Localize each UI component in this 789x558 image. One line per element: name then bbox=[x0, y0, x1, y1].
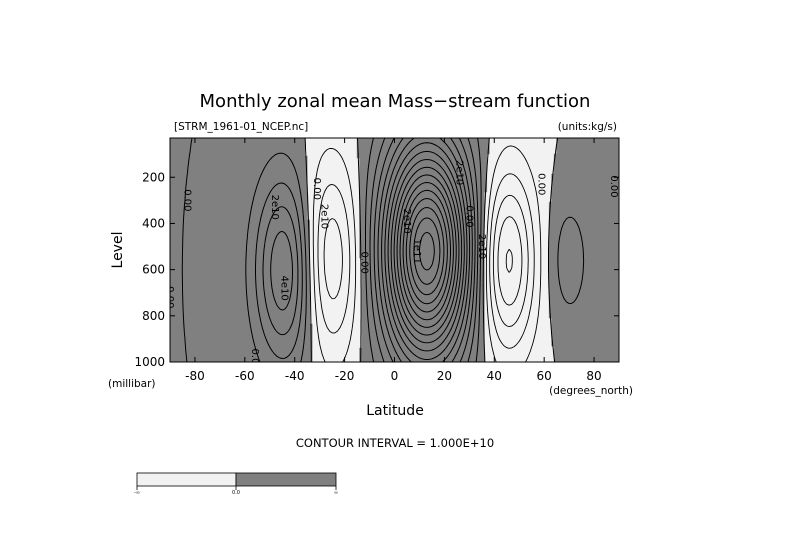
contour-zero bbox=[181, 138, 559, 362]
contour-label-13: 0.00 bbox=[536, 173, 547, 195]
y-tick-label-0: 200 bbox=[142, 170, 165, 184]
x-axis-label: Latitude bbox=[366, 403, 424, 419]
contour-positive-4 bbox=[270, 138, 473, 362]
contour-negative-5 bbox=[505, 249, 513, 273]
y-axis-label: Level bbox=[110, 232, 126, 269]
contour-label-4: 0.00 bbox=[249, 349, 260, 371]
x-axis-ticks: -80 -60 -40 -20 0 20 40 60 80 bbox=[185, 138, 602, 383]
y-tick-label-3: 800 bbox=[142, 309, 165, 323]
contour-label-7: 0.00 bbox=[359, 252, 370, 274]
contour-label-6: 2e10 bbox=[319, 204, 330, 229]
contour-label-8: 2e10 bbox=[401, 208, 412, 233]
contour-positive-9 bbox=[393, 166, 460, 336]
colorbar: -∞ 0.0 ∞ bbox=[134, 472, 338, 496]
x-tick-label-1: -60 bbox=[235, 369, 255, 383]
x-tick-label-5: 20 bbox=[437, 369, 452, 383]
contour-positive-7 bbox=[387, 150, 465, 352]
contour-positive-13 bbox=[405, 198, 448, 305]
contour-positive-14 bbox=[409, 207, 445, 296]
x-tick-label-3: -20 bbox=[335, 369, 355, 383]
colorbar-positive bbox=[235, 472, 337, 487]
colorbar-label-max: ∞ bbox=[334, 490, 338, 496]
contour-positive-16 bbox=[419, 231, 435, 271]
x-tick-label-2: -40 bbox=[285, 369, 305, 383]
contour-positive-5 bbox=[381, 138, 471, 362]
contour-label-2: 4e10 bbox=[279, 275, 290, 300]
contour-positive-10 bbox=[396, 174, 457, 328]
contour-label-3: 0.00 bbox=[164, 286, 175, 308]
contour-lines bbox=[181, 138, 585, 362]
contour-label-0: 0.00 bbox=[182, 189, 193, 211]
x-tick-label-6: 40 bbox=[487, 369, 502, 383]
colorbar-label-zero: 0.0 bbox=[232, 490, 240, 496]
contour-positive-11 bbox=[399, 182, 454, 321]
colorbar-label-min: -∞ bbox=[134, 490, 140, 496]
x-tick-label-7: 60 bbox=[537, 369, 552, 383]
contour-positive-8 bbox=[390, 159, 463, 344]
y-tick-label-4: 1000 bbox=[134, 355, 165, 369]
contour-positive-6 bbox=[384, 142, 468, 360]
contour-label-9: 1e11 bbox=[411, 239, 422, 264]
contour-label-10: 2e10 bbox=[453, 160, 464, 185]
contour-label-11: 0.00 bbox=[463, 205, 474, 227]
contour-negative-1 bbox=[312, 145, 542, 362]
contour-positive-15 bbox=[413, 217, 441, 285]
contour-positive-12 bbox=[402, 189, 451, 313]
x-axis-units: (degrees_north) bbox=[549, 385, 633, 397]
y-tick-label-2: 600 bbox=[142, 263, 165, 277]
colorbar-negative bbox=[136, 472, 237, 487]
x-tick-label-8: 80 bbox=[586, 369, 601, 383]
contour-label-14: 0.00 bbox=[608, 175, 619, 197]
contour-positive-3 bbox=[262, 138, 476, 362]
y-axis-ticks: 200 400 600 800 1000 bbox=[134, 170, 619, 369]
contour-label-5: 0.00 bbox=[311, 178, 322, 200]
source-file-label: [STRM_1961-01_NCEP.nc] bbox=[174, 121, 308, 133]
units-label: (units:kg/s) bbox=[558, 121, 617, 133]
x-tick-label-4: 0 bbox=[391, 369, 399, 383]
x-tick-label-0: -80 bbox=[185, 369, 205, 383]
contour-interval-label: CONTOUR INTERVAL = 1.000E+10 bbox=[296, 436, 494, 450]
contour-negative-3 bbox=[323, 194, 529, 328]
contour-positive-2 bbox=[255, 138, 479, 362]
y-tick-label-1: 400 bbox=[142, 216, 165, 230]
contour-positive-1 bbox=[245, 138, 585, 362]
contour-negative-4 bbox=[497, 216, 523, 306]
contour-label-12: 2e10 bbox=[476, 234, 487, 259]
contour-label-1: 2e10 bbox=[269, 195, 280, 220]
chart-title: Monthly zonal mean Mass−stream function bbox=[200, 91, 591, 112]
y-axis-units: (millibar) bbox=[108, 378, 156, 390]
contour-negative-2 bbox=[317, 173, 535, 349]
